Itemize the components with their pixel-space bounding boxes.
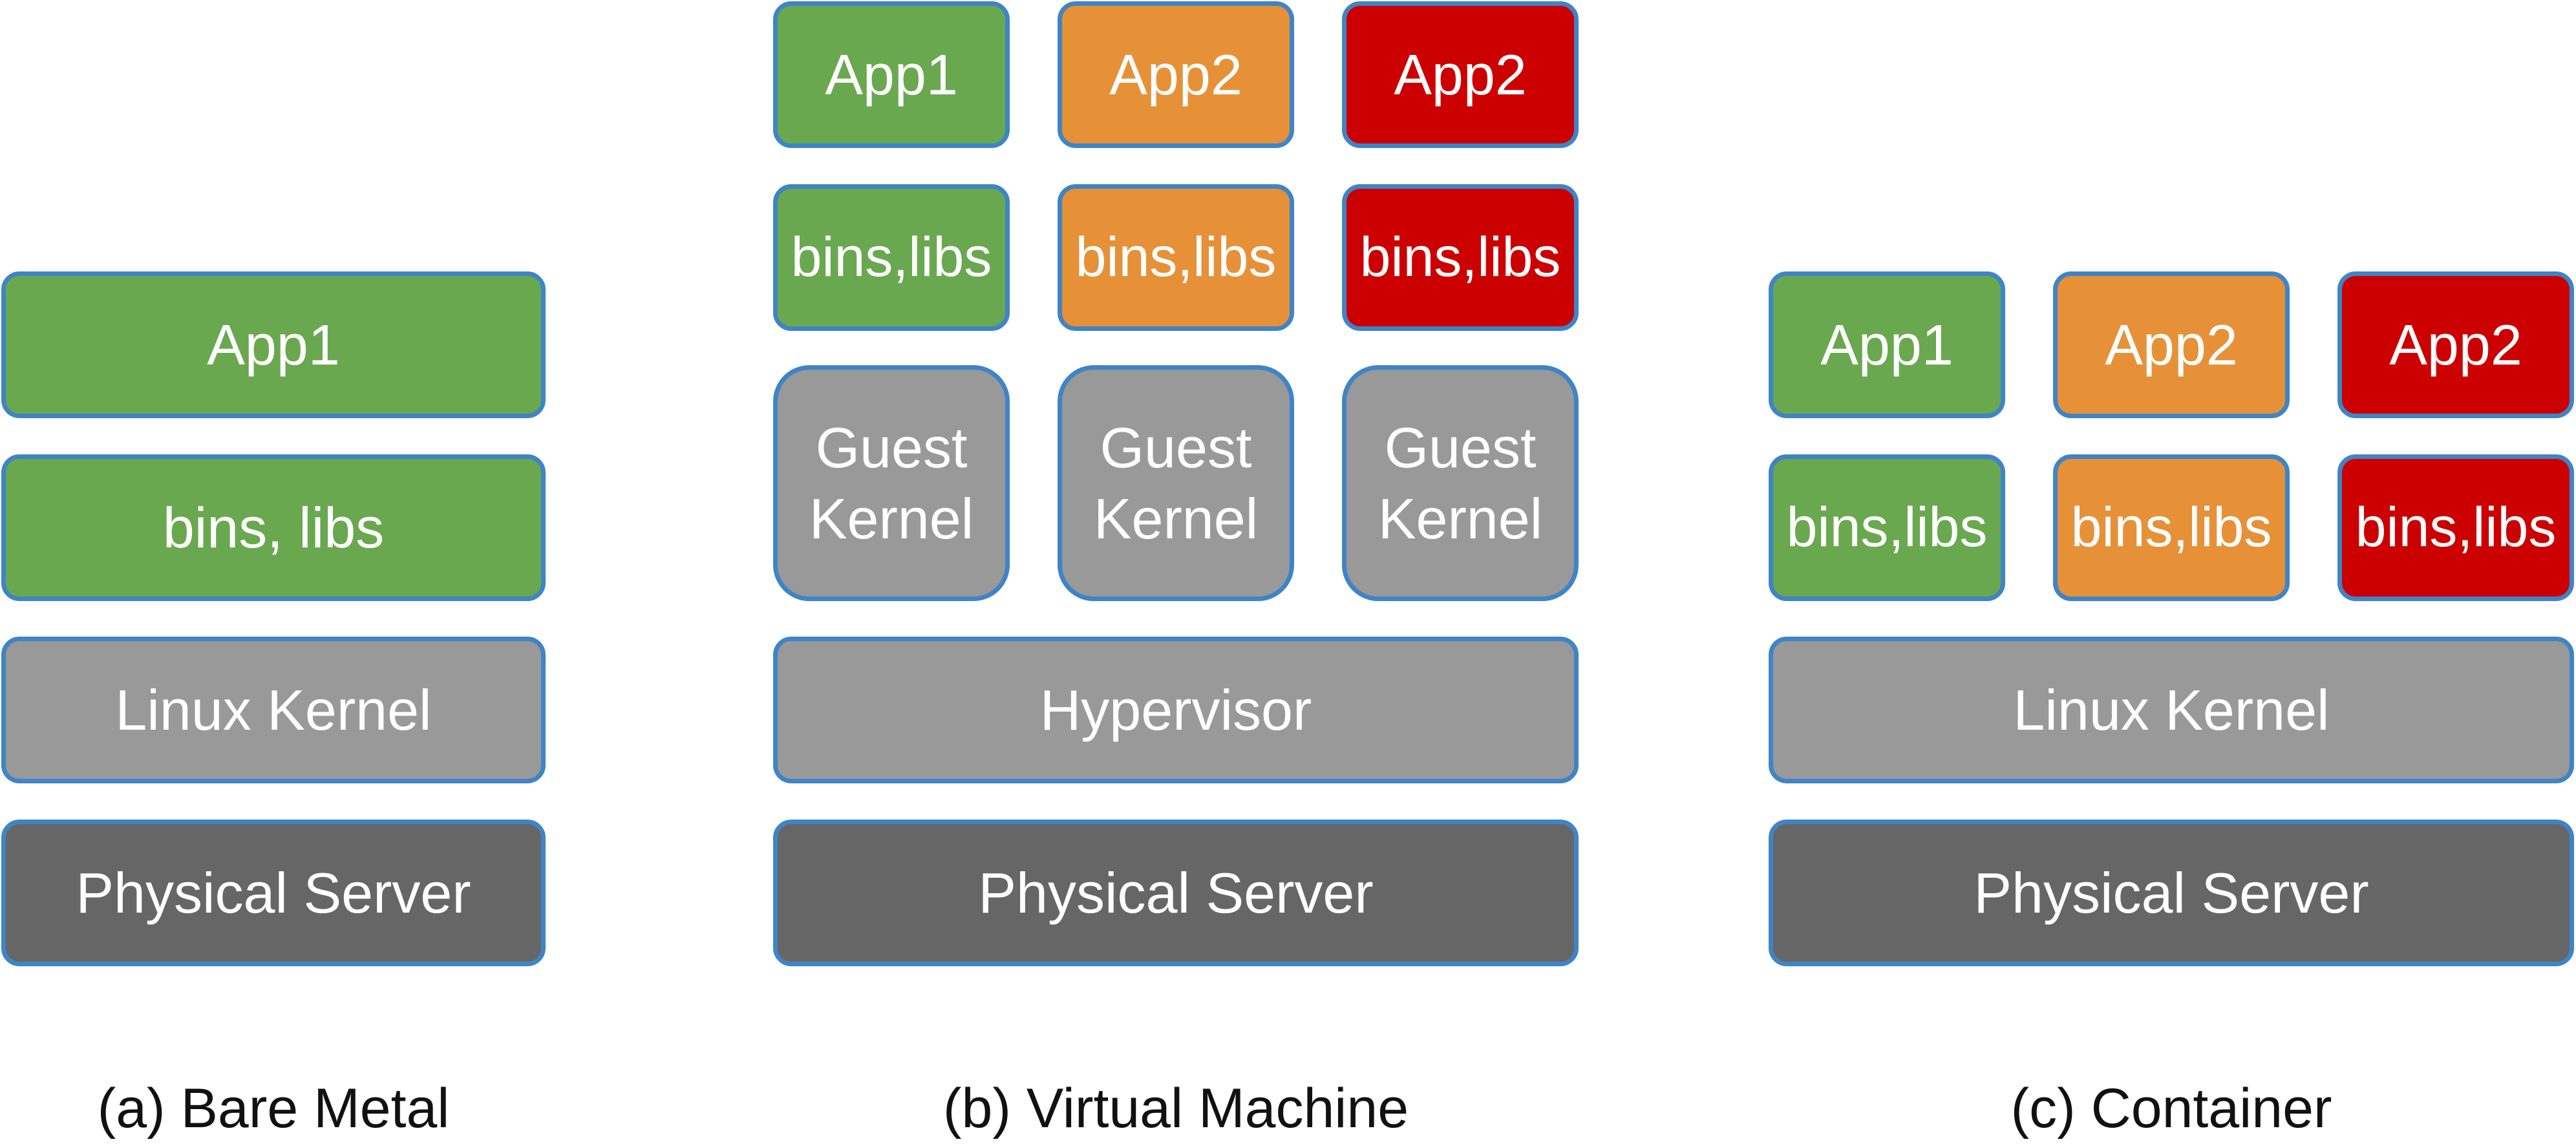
bare-metal-app-box: App1 (1, 271, 546, 418)
vm-libs-box-3: bins,libs (1342, 184, 1579, 331)
vm-server-box: Physical Server (773, 820, 1579, 966)
vm-guest-kernel-box-3: Guest Kernel (1342, 365, 1579, 601)
container-kernel-box: Linux Kernel (1769, 637, 2574, 783)
bare-metal-caption: (a) Bare Metal (97, 1077, 450, 1139)
vm-libs-box-2: bins,libs (1058, 184, 1294, 331)
vm-guest-kernel-box-1: Guest Kernel (773, 365, 1010, 601)
bare-metal-kernel-box: Linux Kernel (1, 637, 546, 783)
container-libs-box-2: bins,libs (2053, 454, 2290, 601)
vm-guest-kernel-box-2: Guest Kernel (1058, 365, 1294, 601)
vm-app-box-3: App2 (1342, 1, 1579, 148)
container-app-box-1: App1 (1769, 271, 2005, 418)
vm-caption: (b) Virtual Machine (942, 1077, 1409, 1139)
container-caption: (c) Container (2010, 1077, 2332, 1139)
container-server-box: Physical Server (1769, 820, 2574, 966)
vm-hypervisor-box: Hypervisor (773, 637, 1579, 783)
container-app-box-3: App2 (2337, 271, 2574, 418)
vm-app-box-2: App2 (1058, 1, 1294, 148)
bare-metal-server-box: Physical Server (1, 820, 546, 966)
vm-app-box-1: App1 (773, 1, 1010, 148)
container-libs-box-1: bins,libs (1769, 454, 2005, 601)
container-libs-box-3: bins,libs (2337, 454, 2574, 601)
bare-metal-libs-box: bins, libs (1, 454, 546, 601)
vm-libs-box-1: bins,libs (773, 184, 1010, 331)
container-app-box-2: App2 (2053, 271, 2290, 418)
